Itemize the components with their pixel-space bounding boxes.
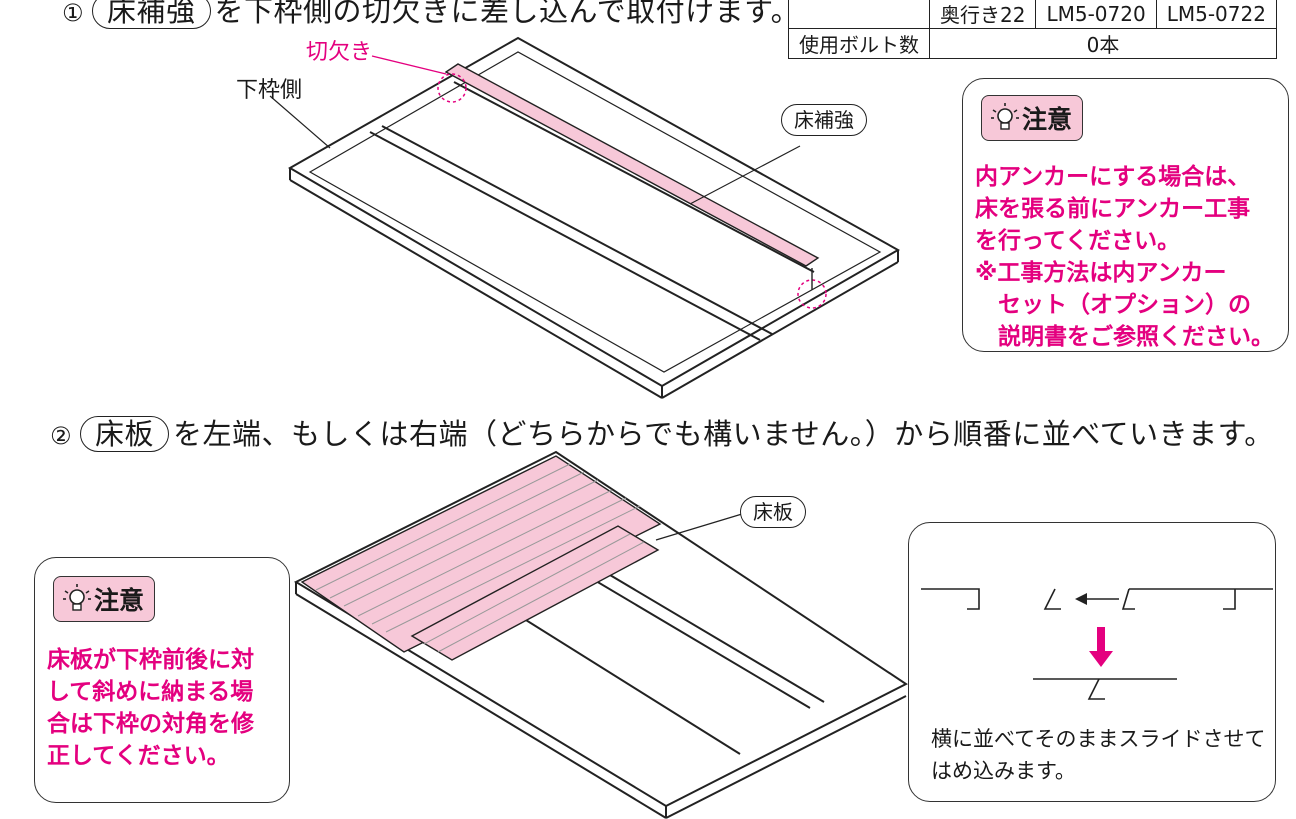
slide-caption: 横に並べてそのままスライドさせて はめ込みます。 [931, 727, 1266, 783]
bolt-label-cell: 使用ボルト数 [788, 28, 930, 59]
notch-circle [797, 279, 827, 309]
panel-profile [921, 588, 980, 610]
frame-leader [269, 95, 331, 149]
note-text: 床板が下枠前後に対 して斜めに納まる場 合は下枠の対角を修 正してください。 [47, 647, 254, 769]
panel-leader [655, 513, 743, 541]
note-badge: 注意 [53, 576, 156, 622]
reinforcement-callout: 床補強 [781, 104, 867, 136]
note-badge: 注意 [981, 95, 1084, 141]
frame1-rail [369, 131, 761, 341]
code-b-cell: LM5-0722 [1155, 0, 1277, 29]
step2-text: を左端、もしくは右端（どちらからでも構いません。）から順番に並べていきます。 [173, 417, 1274, 451]
panel-profile [1043, 588, 1061, 610]
parts-table-row: 使用ボルト数 0本 [788, 28, 1277, 59]
frame1-drawing [288, 36, 901, 399]
note-title: 注意 [94, 586, 145, 615]
reinforcement-bar [444, 63, 820, 267]
step1-text: を下枠側の切欠きに差し込んで取付けます。 [214, 0, 801, 28]
step1-heading: ① 床補強を下枠側の切欠きに差し込んで取付けます。 [62, 0, 800, 30]
step2-part-pill: 床板 [80, 416, 170, 452]
panel-ribs [315, 463, 645, 653]
frame2-edge [295, 593, 667, 819]
frame1-edge [289, 179, 663, 399]
bolt-value-cell: 0本 [929, 28, 1277, 59]
frame1-rail [381, 125, 773, 335]
note-title: 注意 [1022, 105, 1073, 134]
slide-diagram [921, 588, 1273, 700]
frame2-edge [665, 695, 907, 819]
frame1-edge [661, 261, 899, 399]
note-box: 注意 床板が下枠前後に対 して斜めに納まる場 合は下枠の対角を修 正してください… [34, 557, 290, 803]
notch-circle [437, 73, 467, 103]
joined-profile [1087, 678, 1105, 700]
slide-panel: 横に並べてそのままスライドさせて はめ込みます。 [908, 522, 1276, 802]
floor-panel-group-1 [300, 455, 662, 653]
panel-profile [1223, 589, 1236, 610]
depth-cell: 奥行き22 [928, 0, 1037, 29]
note-text: 内アンカーにする場合は、 床を張る前にアンカー工事 を行ってください。 ※工事方… [975, 164, 1274, 350]
floor-panel-callout: 床板 [740, 496, 806, 528]
part-leader [689, 145, 801, 205]
notch-label: 切欠き [306, 40, 373, 65]
code-a-cell: LM5-0720 [1035, 0, 1157, 29]
arrow-left-icon [1075, 593, 1119, 605]
parts-table-row: 奥行き22 LM5-0720 LM5-0722 [788, 0, 1277, 29]
lightbulb-icon [991, 103, 1019, 130]
parts-table: 奥行き22 LM5-0720 LM5-0722 使用ボルト数 0本 [788, 0, 1277, 59]
step2-number: ② [50, 422, 73, 450]
frame2-outer [293, 450, 908, 808]
lightbulb-icon [63, 584, 91, 611]
step1-number: ① [62, 0, 85, 27]
step1-part-pill: 床補強 [92, 0, 211, 29]
frame-side-label: 下枠側 [236, 78, 303, 103]
panel-profile [1121, 588, 1135, 610]
reinforcement-outline [453, 81, 815, 273]
arrow-down-icon [1089, 627, 1113, 667]
notch-leader [371, 55, 447, 75]
parts-table-empty-cell [788, 0, 930, 29]
frame1-inner [308, 51, 882, 373]
note-box: 注意 内アンカーにする場合は、 床を張る前にアンカー工事 を行ってください。 ※… [962, 78, 1289, 352]
